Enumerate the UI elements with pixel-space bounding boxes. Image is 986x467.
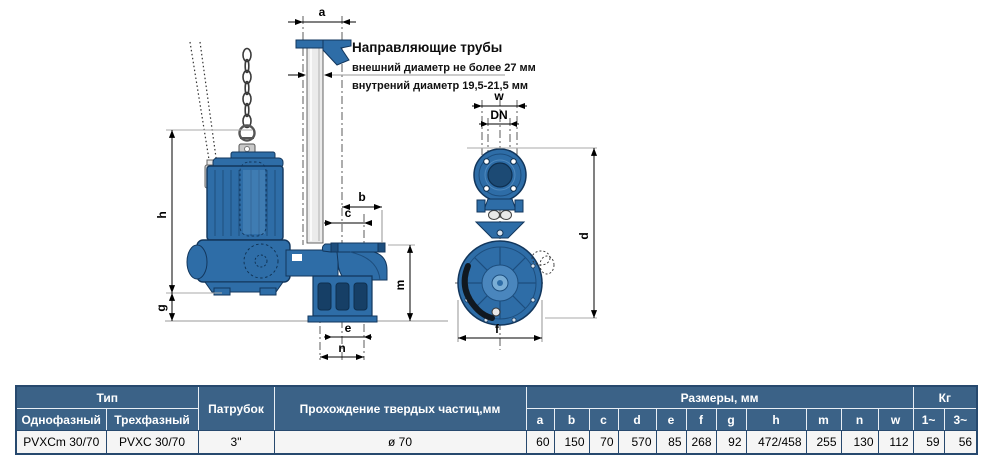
chain-link <box>500 210 512 220</box>
dim-label-a: a <box>319 5 326 19</box>
dim-label-m: m <box>393 280 407 291</box>
pump-body <box>186 143 291 296</box>
dim-label-b: b <box>358 190 365 204</box>
header-row-2: Однофазный Трехфазный a b c d e f g h m … <box>15 408 978 431</box>
guide-pipe <box>295 39 352 244</box>
shackle <box>238 124 256 142</box>
dimension-a: a <box>288 5 356 25</box>
pipe-diameter-leader <box>288 72 505 78</box>
col-header-f: f <box>685 408 717 431</box>
col-header-c: c <box>588 408 619 431</box>
volute-front <box>457 240 555 326</box>
dim-label-h: h <box>155 211 169 218</box>
col-header-threephase: Трехфазный <box>105 408 199 431</box>
cell-dim-a: 60 <box>525 430 555 455</box>
pipe-bracket-flag <box>322 39 352 66</box>
col-header-1ph-weight: 1~ <box>912 408 945 431</box>
dimension-dn: DN <box>479 108 519 127</box>
dimension-h: h <box>155 129 252 294</box>
discharge-assembly <box>285 242 388 323</box>
pipe-bracket-cap <box>295 39 324 49</box>
cell-weight-1ph: 59 <box>912 430 945 455</box>
dimension-b: b <box>342 190 383 243</box>
centerlines <box>302 16 365 360</box>
internal-conduit <box>239 161 267 237</box>
col-header-d: d <box>617 408 657 431</box>
cell-dim-h: 472/458 <box>745 430 807 455</box>
col-header-a: a <box>525 408 555 431</box>
technical-drawing: a Направляющие трубы внешний диаметр не … <box>154 5 598 360</box>
annotation-line2: внутрений диаметр 19,5-21,5 мм <box>352 80 528 92</box>
discharge-flange <box>473 148 527 202</box>
cell-dim-e: 85 <box>655 430 687 455</box>
dimension-m: m <box>388 244 415 321</box>
dimension-n: n <box>320 341 364 360</box>
col-header-n: n <box>840 408 879 431</box>
dimension-d: d <box>467 147 598 319</box>
dimension-f: f <box>457 300 543 342</box>
chain-link <box>488 210 500 220</box>
col-header-h: h <box>745 408 807 431</box>
dim-label-dn: DN <box>490 108 507 122</box>
annotation-line1: внешний диаметр не более 27 мм <box>352 62 536 74</box>
dimension-e: e <box>324 321 372 340</box>
col-header-w: w <box>877 408 914 431</box>
flange-bore <box>487 162 513 188</box>
claw-hook <box>321 243 332 253</box>
cell-dim-c: 70 <box>588 430 619 455</box>
cell-branch: 3" <box>197 430 275 455</box>
dimension-w: w <box>472 89 527 109</box>
cable-gland-dashed <box>531 250 555 275</box>
col-header-b: b <box>553 408 590 431</box>
front-view-figure: w DN <box>455 89 598 350</box>
cell-dim-b: 150 <box>553 430 590 455</box>
dim-label-e: e <box>345 321 352 335</box>
dimension-c: c <box>324 206 372 226</box>
dim-label-w: w <box>493 89 504 103</box>
drain-plug <box>491 307 501 317</box>
cell-dim-d: 570 <box>617 430 657 455</box>
dimension-g: g <box>154 293 176 321</box>
col-header-solids: Прохождение твердых частиц,мм <box>273 385 527 431</box>
spec-table: Тип Патрубок Прохождение твердых частиц,… <box>15 385 979 455</box>
col-header-type: Тип <box>15 385 199 409</box>
col-header-e: e <box>655 408 687 431</box>
header-row-1: Тип Патрубок Прохождение твердых частиц,… <box>15 385 978 431</box>
cell-weight-3ph: 56 <box>943 430 978 455</box>
claw-flange <box>330 242 386 253</box>
handle-band <box>461 263 495 321</box>
neck-and-bracket <box>474 198 526 239</box>
cell-threephase-model: PVXC 30/70 <box>105 430 199 455</box>
col-header-weight: Кг <box>912 385 978 409</box>
lifting-chain <box>238 47 256 142</box>
cell-singlephase-model: PVXCm 30/70 <box>15 430 107 455</box>
annotation-title: Направляющие трубы <box>352 40 502 55</box>
side-view-figure: a Направляющие трубы внешний диаметр не … <box>154 5 536 360</box>
pump-foot <box>213 287 231 296</box>
data-row: PVXCm 30/70 PVXC 30/70 3" ø 70 60 150 70… <box>15 430 978 455</box>
pump-foot <box>259 287 277 296</box>
pedestal-base <box>307 315 378 323</box>
guide-pipe-annotation: Направляющие трубы внешний диаметр не бо… <box>352 40 536 92</box>
cell-dim-w: 112 <box>877 430 914 455</box>
col-header-dimensions: Размеры, мм <box>525 385 914 409</box>
cell-solids: ø 70 <box>273 430 527 455</box>
cell-dim-f: 268 <box>685 430 717 455</box>
dim-label-d: d <box>577 232 591 239</box>
elbow <box>336 251 388 281</box>
col-header-3ph-weight: 3~ <box>943 408 978 431</box>
dim-label-f: f <box>495 322 500 336</box>
col-header-g: g <box>715 408 747 431</box>
cell-dim-n: 130 <box>840 430 879 455</box>
col-header-branch: Патрубок <box>197 385 275 431</box>
cell-dim-g: 92 <box>715 430 747 455</box>
impeller-dashed <box>243 243 279 279</box>
col-header-m: m <box>805 408 842 431</box>
dim-label-c: c <box>345 206 352 220</box>
dim-label-g: g <box>154 304 168 311</box>
col-header-singlephase: Однофазный <box>15 408 107 431</box>
dim-label-n: n <box>338 341 345 355</box>
volute-casing <box>196 239 291 283</box>
cell-dim-m: 255 <box>805 430 842 455</box>
